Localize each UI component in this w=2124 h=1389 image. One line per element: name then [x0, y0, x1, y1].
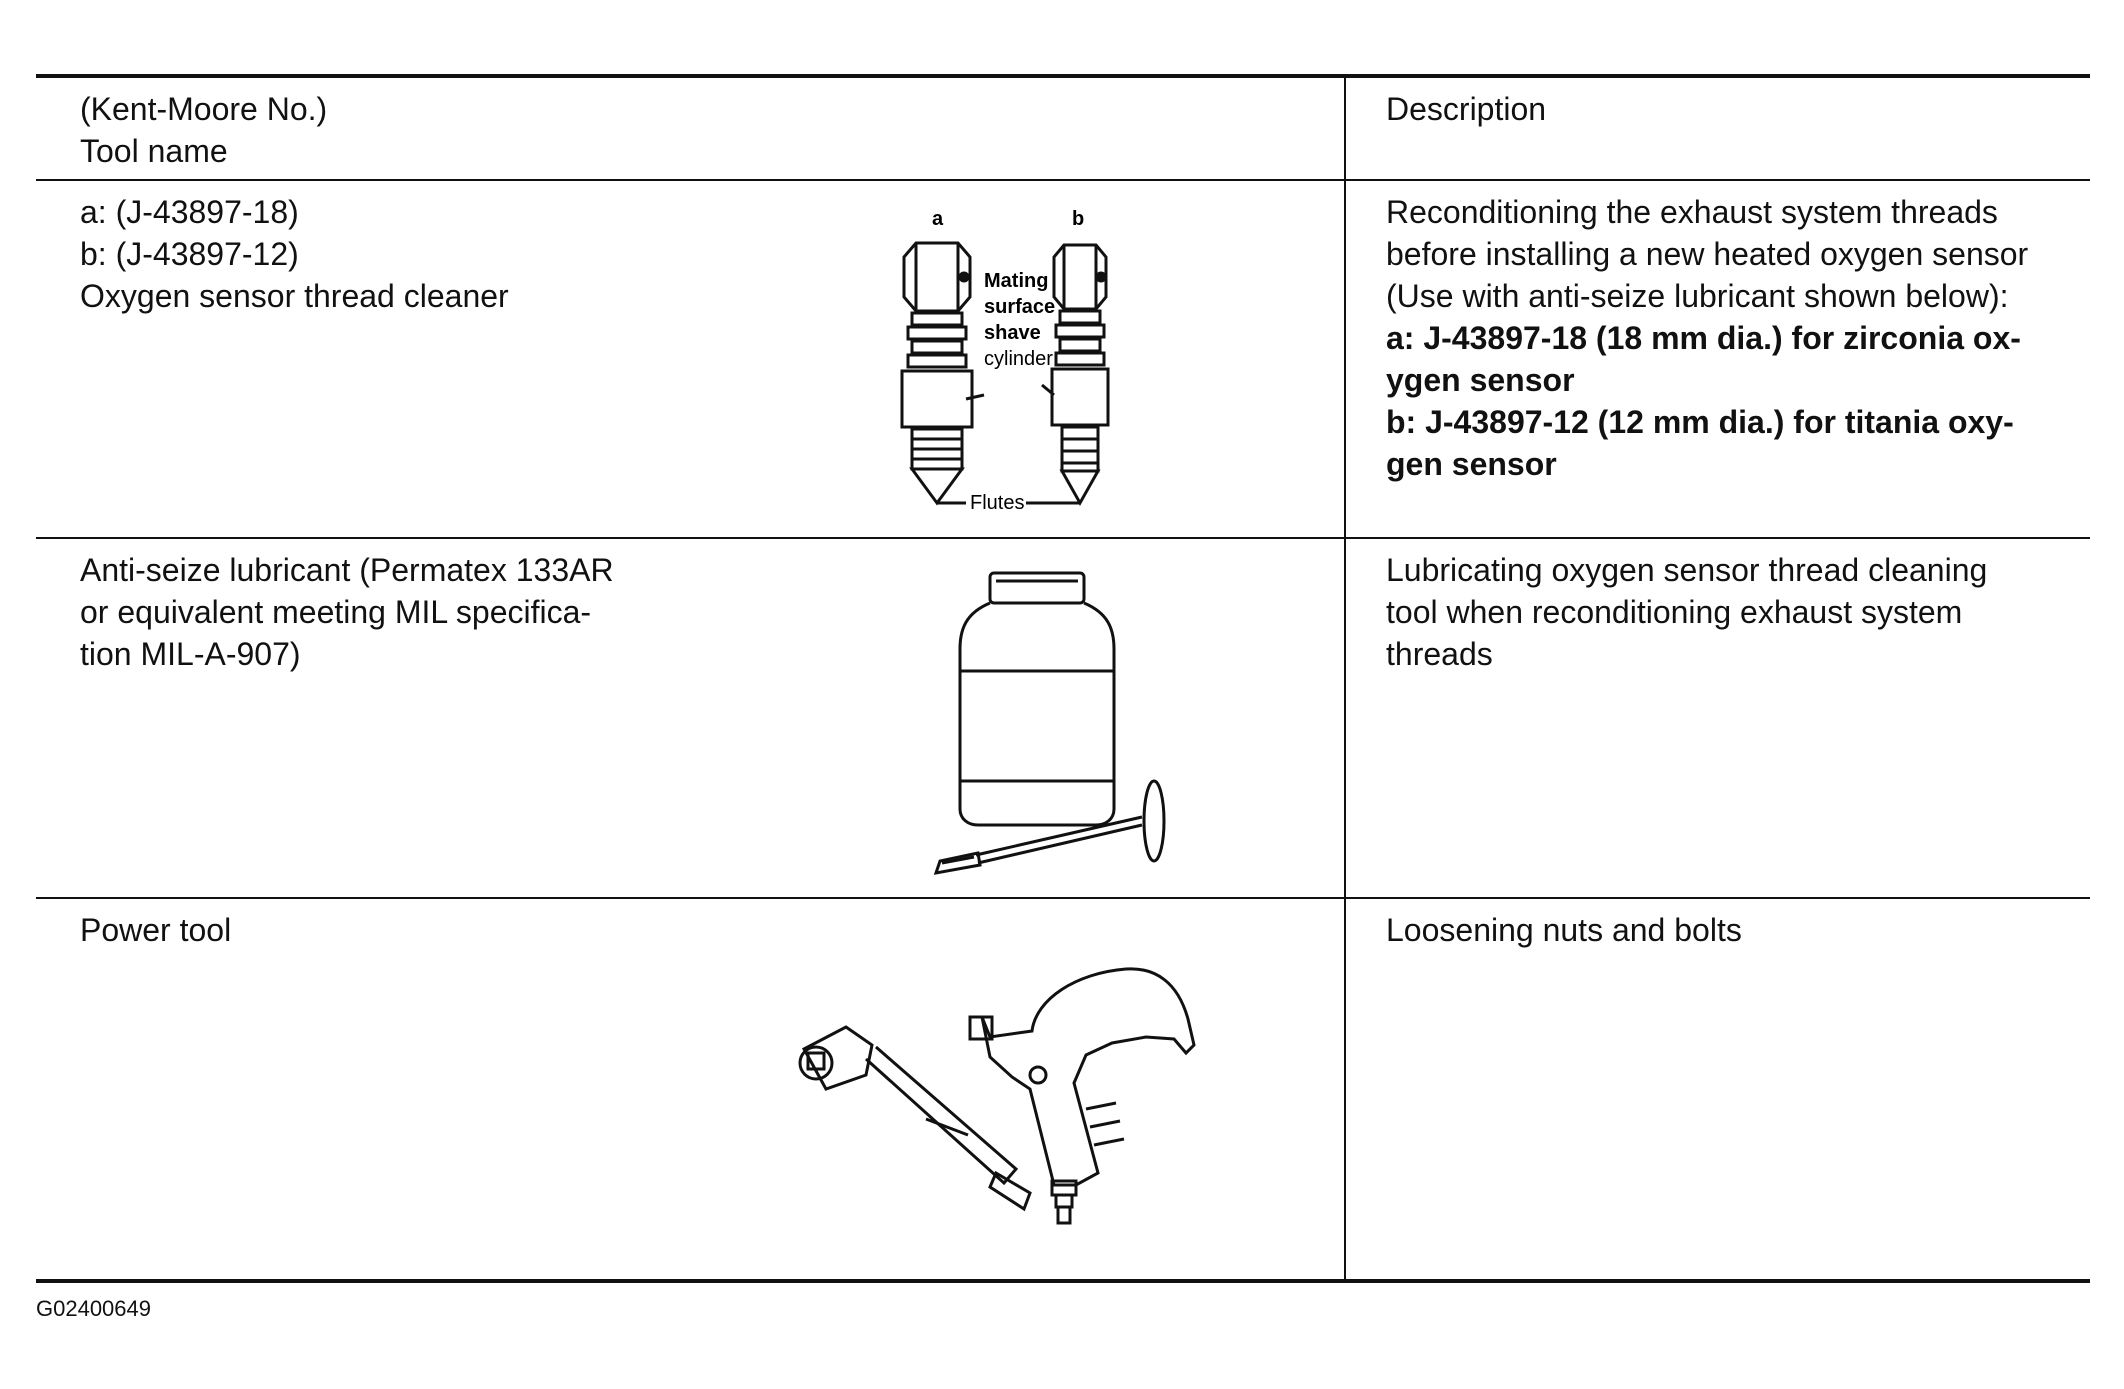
label-b: b — [1072, 208, 1084, 230]
description-bold-line: a: J-43897-18 (18 mm dia.) for zirconia … — [1386, 320, 2021, 356]
label-a: a — [932, 208, 944, 230]
description-line: (Use with anti-seize lubricant shown bel… — [1386, 278, 2009, 314]
description-bold-line: gen sensor — [1386, 446, 1557, 482]
description-bold-line: ygen sensor — [1386, 362, 1575, 398]
tool-number-b: b: (J-43897-12) — [80, 236, 299, 272]
label-surface: surface — [984, 296, 1055, 318]
tool-name: Anti-seize lubricant (Permatex 133AR — [80, 552, 614, 588]
tool-name-cell: Power tool — [36, 898, 1346, 1283]
tools-table-frame: (Kent-Moore No.) Tool name Description a… — [36, 74, 2090, 1283]
description-line: tool when reconditioning exhaust system — [1386, 594, 1963, 630]
description-line: threads — [1386, 636, 1493, 672]
lubricant-bottle-illustration — [933, 571, 1166, 875]
tool-name-cell: a: (J-43897-18) b: (J-43897-12) Oxygen s… — [36, 180, 1346, 539]
header-tool-name-label: Tool name — [80, 133, 228, 169]
tool-name: Power tool — [80, 912, 232, 948]
description-line: Reconditioning the exhaust system thread… — [1386, 194, 1998, 230]
power-tool-illustration — [798, 967, 1196, 1225]
label-mating: Mating — [984, 270, 1048, 292]
tool-number-a: a: (J-43897-18) — [80, 194, 299, 230]
table-header-row: (Kent-Moore No.) Tool name Description — [36, 74, 2090, 181]
label-cylinder: cylinder — [984, 348, 1053, 370]
description-bold-line: b: J-43897-12 (12 mm dia.) for titania o… — [1386, 404, 2014, 440]
tool-name-cell: Anti-seize lubricant (Permatex 133AR or … — [36, 538, 1346, 899]
tool-name: tion MIL-A-907) — [80, 636, 301, 672]
tool-name: or equivalent meeting MIL specifica- — [80, 594, 592, 630]
header-description: Description — [1345, 74, 2090, 181]
table-row: Power tool — [36, 898, 2090, 1283]
thread-cleaner-illustration: a b Mating surface shave cylinder Flutes — [900, 208, 1110, 514]
description-line: before installing a new heated oxygen se… — [1386, 236, 2029, 272]
description-line: Loosening nuts and bolts — [1386, 912, 1742, 948]
label-flutes: Flutes — [970, 492, 1024, 514]
description-cell: Loosening nuts and bolts — [1345, 898, 2090, 1283]
table-row: a: (J-43897-18) b: (J-43897-12) Oxygen s… — [36, 180, 2090, 539]
figure-code: G02400649 — [36, 1296, 151, 1321]
header-tool-name: (Kent-Moore No.) Tool name — [36, 74, 1346, 181]
header-kent-moore-label: (Kent-Moore No.) — [80, 91, 328, 127]
label-shave: shave — [984, 322, 1041, 344]
description-cell: Lubricating oxygen sensor thread cleanin… — [1345, 538, 2090, 899]
table-row: Anti-seize lubricant (Permatex 133AR or … — [36, 538, 2090, 899]
header-description-label: Description — [1386, 91, 1547, 127]
description-cell: Reconditioning the exhaust system thread… — [1345, 180, 2090, 539]
special-tools-table: (Kent-Moore No.) Tool name Description a… — [36, 74, 2090, 1283]
tool-name: Oxygen sensor thread cleaner — [80, 278, 509, 314]
description-line: Lubricating oxygen sensor thread cleanin… — [1386, 552, 1988, 588]
